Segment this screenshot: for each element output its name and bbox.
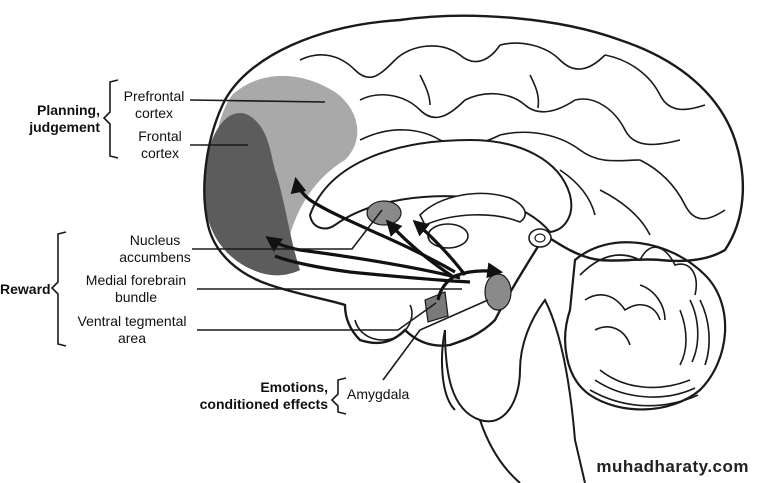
ventral-tegmental-area-label: Ventral tegmental area (68, 313, 196, 347)
planning-line-2: judgement (29, 119, 100, 135)
corpus-callosum (308, 138, 573, 234)
frontal-cortex-label: Frontal cortex (130, 128, 190, 162)
emotions-conditioned-label: Emotions, conditioned effects (180, 379, 328, 413)
gyri-lines (299, 42, 726, 236)
thalamus (427, 223, 469, 249)
planning-judgement-label: Planning, judgement (14, 102, 100, 136)
reward-pathways (265, 176, 504, 301)
planning-line-1: Planning, (37, 102, 100, 118)
nucleus-accumbens-label: Nucleus accumbens (118, 232, 192, 266)
prefrontal-cortex-label: Prefrontal cortex (118, 88, 190, 122)
vta-line-2: area (117, 330, 147, 346)
cerebellum (564, 241, 727, 411)
vta-leader (197, 302, 437, 331)
planning-brace (102, 79, 119, 159)
emotions-brace (330, 377, 347, 415)
frontal-line-2: cortex (140, 145, 180, 161)
pituitary (354, 304, 413, 341)
watermark: muhadharaty.com (596, 457, 749, 476)
nucleus-accumbens-region (366, 200, 402, 226)
vta-line-1: Ventral tegmental (77, 313, 187, 329)
mfb-line-2: bundle (114, 289, 158, 305)
amygdala-region (484, 273, 512, 311)
ventricle (419, 192, 526, 227)
amygdala-leader (382, 299, 489, 381)
frontal-cortex-region (203, 112, 300, 276)
emotions-line-1: Emotions, (260, 379, 328, 395)
nucleus-line-1: Nucleus (129, 232, 181, 248)
nucleus-leader (192, 209, 383, 250)
reward-brace (50, 231, 67, 347)
prefrontal-line-1: Prefrontal (123, 88, 185, 104)
nucleus-line-2: accumbens (119, 249, 191, 265)
braces (50, 79, 347, 415)
frontal-line-1: Frontal (138, 128, 182, 144)
prefrontal-line-2: cortex (134, 105, 174, 121)
amygdala-label: Amygdala (347, 386, 410, 402)
reward-label: Reward (0, 281, 51, 297)
mfb-line-1: Medial forebrain (85, 272, 187, 288)
vta-region (424, 291, 449, 323)
medial-forebrain-bundle-label: Medial forebrain bundle (76, 272, 196, 306)
leader-lines (189, 99, 489, 381)
prefrontal-leader (189, 99, 326, 103)
emotions-line-2: conditioned effects (199, 396, 328, 412)
brainstem (444, 298, 586, 483)
pineal (528, 228, 552, 248)
